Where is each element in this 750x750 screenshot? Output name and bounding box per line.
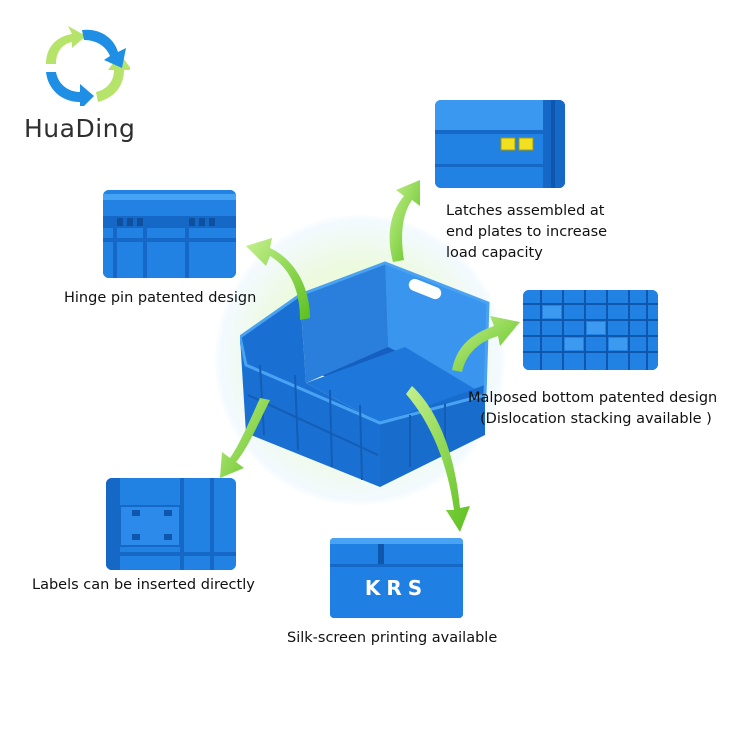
caption-hinge: Hinge pin patented design — [64, 290, 257, 306]
arrow-silk — [406, 386, 470, 532]
caption-silk-screen: Silk-screen printing available — [287, 630, 498, 646]
krs-print-label: KRS — [364, 576, 429, 600]
caption-labels: Labels can be inserted directly — [32, 577, 255, 593]
caption-bottom: Malposed bottom patented design (Disloca… — [468, 390, 718, 427]
arrow-latches — [389, 180, 420, 262]
brand-name: HuaDing — [24, 114, 136, 143]
arrow-hinge — [246, 238, 310, 320]
arrow-bottom — [452, 316, 520, 372]
latches-detail-image — [435, 100, 565, 188]
silk-screen-detail-image: KRS — [330, 538, 463, 618]
caption-latches: Latches assembled at end plates to incre… — [446, 203, 608, 261]
arrow-labels — [220, 398, 270, 478]
brand-logo: HuaDing — [24, 22, 144, 152]
hinge-detail-image — [103, 190, 236, 278]
bottom-detail-image — [523, 290, 658, 370]
recycle-arrows-icon — [46, 26, 130, 106]
labels-detail-image — [106, 478, 236, 570]
